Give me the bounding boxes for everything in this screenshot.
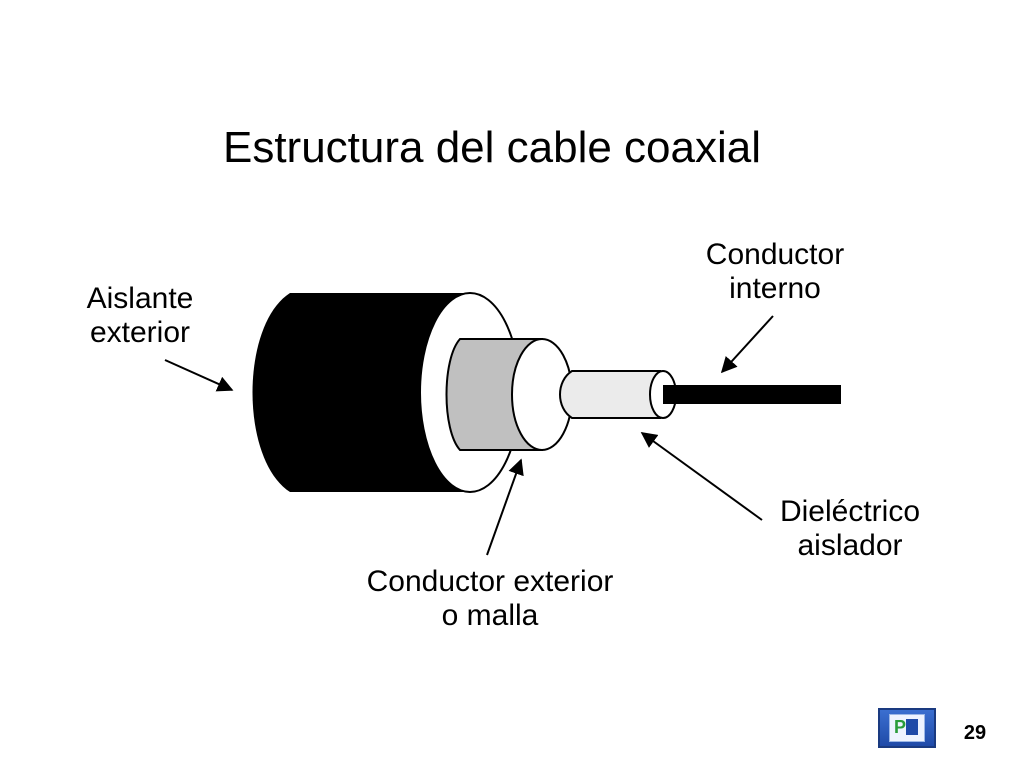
dielectric-insulator	[559, 370, 677, 419]
label-dielectrico-aislador: Dieléctrico aislador	[779, 495, 921, 562]
outer-conductor-braid	[445, 338, 573, 451]
slide-title: Estructura del cable coaxial	[222, 123, 762, 172]
arrow-conductor-exterior	[486, 458, 524, 556]
arrow-aislante	[164, 359, 234, 392]
label-conductor-interno: Conductor interno	[705, 238, 845, 305]
inner-conductor	[663, 385, 841, 404]
arrow-dielectrico	[640, 432, 763, 521]
arrow-conductor-interno	[720, 315, 774, 374]
label-conductor-exterior: Conductor exterior o malla	[366, 565, 614, 632]
page-number: 29	[963, 722, 987, 744]
pi-logo-icon[interactable]: P	[878, 708, 936, 748]
label-aislante-exterior: Aislante exterior	[86, 282, 194, 349]
